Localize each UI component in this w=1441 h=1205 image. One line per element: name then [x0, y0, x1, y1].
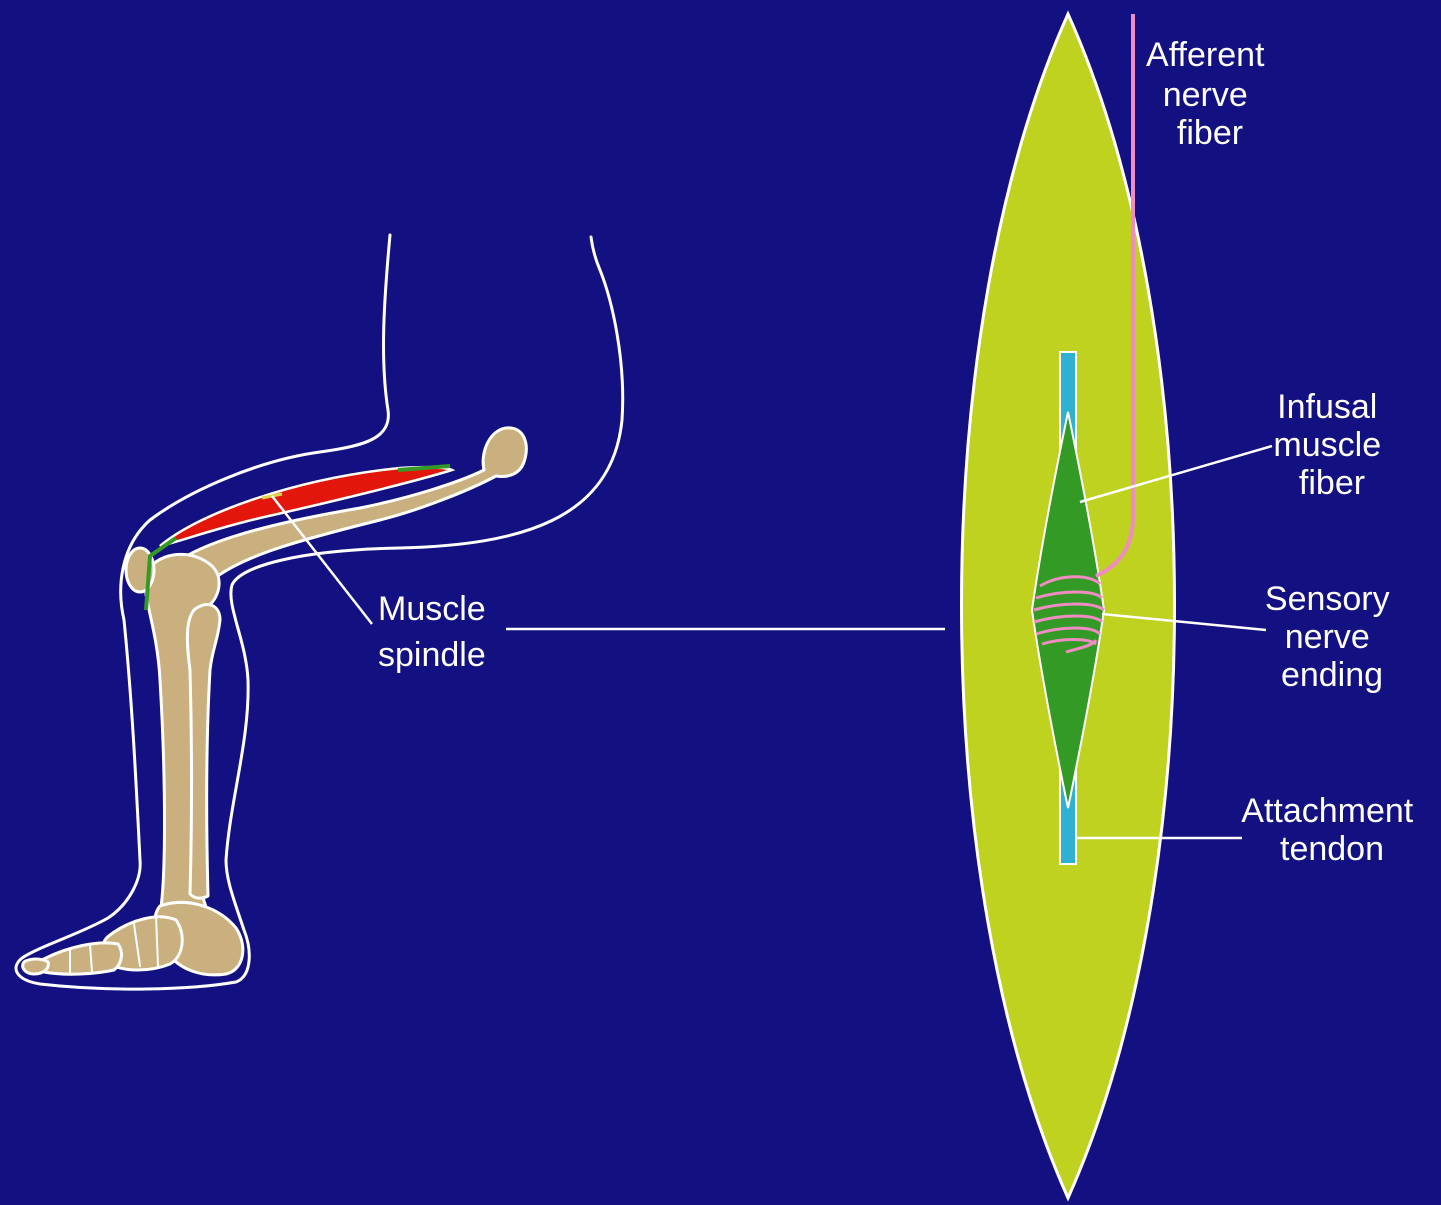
leg-illustration — [16, 235, 623, 989]
muscle-spindle-label: Muscle spindle — [378, 590, 495, 674]
infusal-fiber-label-line-1: Infusal — [1277, 388, 1377, 426]
attachment-tendon-label: Attachment tendon — [1241, 792, 1422, 868]
leg-skin-outline — [16, 235, 623, 989]
sensory-ending-label-line-1: Sensory — [1265, 580, 1390, 618]
muscle-spindle-label-line-1: Muscle — [378, 590, 486, 628]
attachment-tendon-label-line-1: Attachment — [1241, 792, 1414, 830]
infusal-fiber-label: Infusal muscle fiber — [1273, 388, 1390, 502]
attachment-tendon-label-line-2: tendon — [1280, 830, 1384, 868]
afferent-nerve-label-line-3: fiber — [1177, 114, 1243, 152]
afferent-nerve-label-group: Afferent nerve fiber — [1146, 36, 1274, 152]
afferent-nerve-label-line-1: Afferent — [1146, 36, 1265, 74]
infusal-fiber-label-line-2: muscle — [1273, 426, 1381, 464]
sensory-ending-label-line-2: nerve — [1285, 618, 1370, 656]
muscle-spindle-label-line-2: spindle — [378, 636, 486, 674]
afferent-nerve-label-line-2: nerve — [1163, 76, 1248, 114]
afferent-nerve-label: Afferent nerve fiber — [1146, 36, 1274, 152]
infusal-fiber-label-line-3: fiber — [1299, 464, 1365, 502]
femur-bone — [165, 428, 526, 592]
metatarsal-bones — [37, 943, 121, 974]
spindle-detail — [962, 14, 1175, 1198]
fibula-bone — [187, 605, 220, 899]
sensory-ending-label-line-3: ending — [1281, 656, 1383, 694]
toe-bones — [23, 959, 49, 974]
sensory-ending-label: Sensory nerve ending — [1265, 580, 1399, 694]
